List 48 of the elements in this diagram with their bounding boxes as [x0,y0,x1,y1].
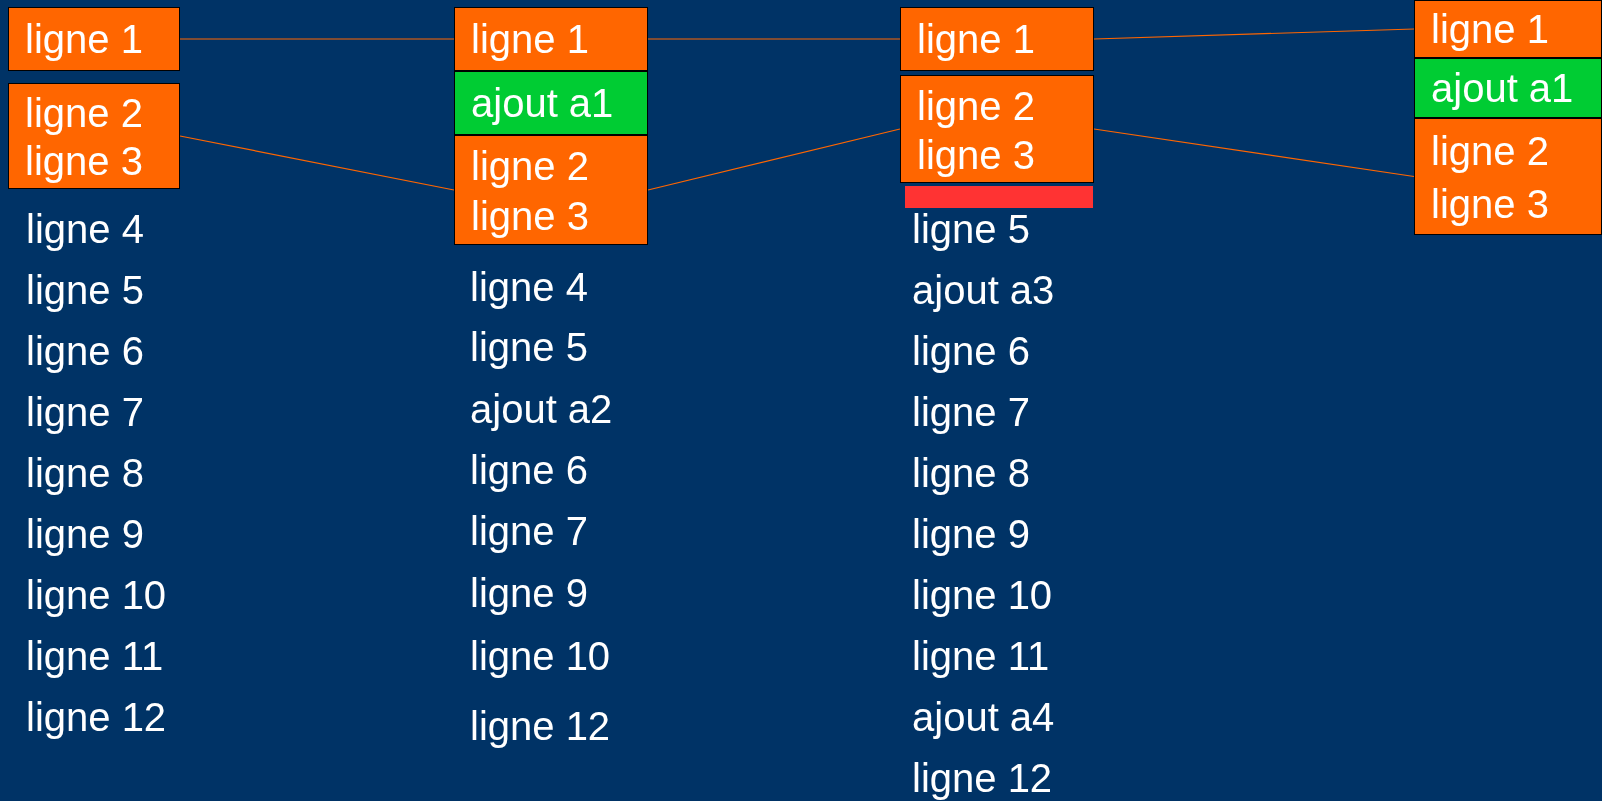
code-line: ligne 6 [912,329,1030,373]
deleted-bar [905,186,1093,208]
code-line: ligne 3 [471,194,589,238]
code-line: ajout a3 [912,268,1055,312]
connector-line [1093,28,1415,40]
connector-line [1093,128,1415,178]
code-line: ligne 3 [1431,182,1549,227]
code-line: ajout a1 [1431,66,1574,110]
code-line: ligne 5 [470,325,588,369]
connector-line [179,135,455,191]
connector-line [647,128,901,191]
code-line: ligne 1 [25,17,143,61]
code-line: ajout a4 [912,695,1055,739]
code-line: ligne 4 [470,265,588,309]
code-line: ligne 2 [917,83,1035,128]
code-line: ligne 3 [917,132,1035,177]
code-line: ligne 12 [912,756,1053,800]
code-line: ligne 6 [26,329,144,373]
code-line: ligne 9 [912,512,1030,556]
connector-line [179,38,455,40]
code-line: ligne 10 [912,573,1053,617]
code-line: ligne 2 [471,144,589,188]
code-line: ligne 3 [25,139,143,183]
code-line: ligne 1 [471,17,589,61]
code-line: ligne 11 [912,634,1050,678]
code-line: ligne 7 [912,390,1030,434]
code-line: ligne 1 [917,17,1035,61]
code-line: ligne 1 [1431,7,1549,51]
code-line: ligne 9 [26,512,144,556]
code-line: ligne 8 [26,451,144,495]
code-line: ligne 7 [470,509,588,553]
code-line: ligne 12 [26,695,167,739]
code-line: ligne 5 [912,207,1030,251]
code-line: ligne 7 [26,390,144,434]
code-line: ligne 5 [26,268,144,312]
code-line: ligne 6 [470,448,588,492]
connector-line [647,38,901,40]
code-line: ajout a1 [471,81,614,125]
code-line: ligne 10 [470,634,611,678]
code-line: ligne 10 [26,573,167,617]
code-line: ligne 12 [470,704,611,748]
code-line: ligne 8 [912,451,1030,495]
code-line: ligne 9 [470,571,588,615]
code-line: ligne 2 [25,91,143,135]
code-line: ajout a2 [470,387,613,431]
code-line: ligne 2 [1431,128,1549,173]
code-line: ligne 11 [26,634,164,678]
code-line: ligne 4 [26,207,144,251]
